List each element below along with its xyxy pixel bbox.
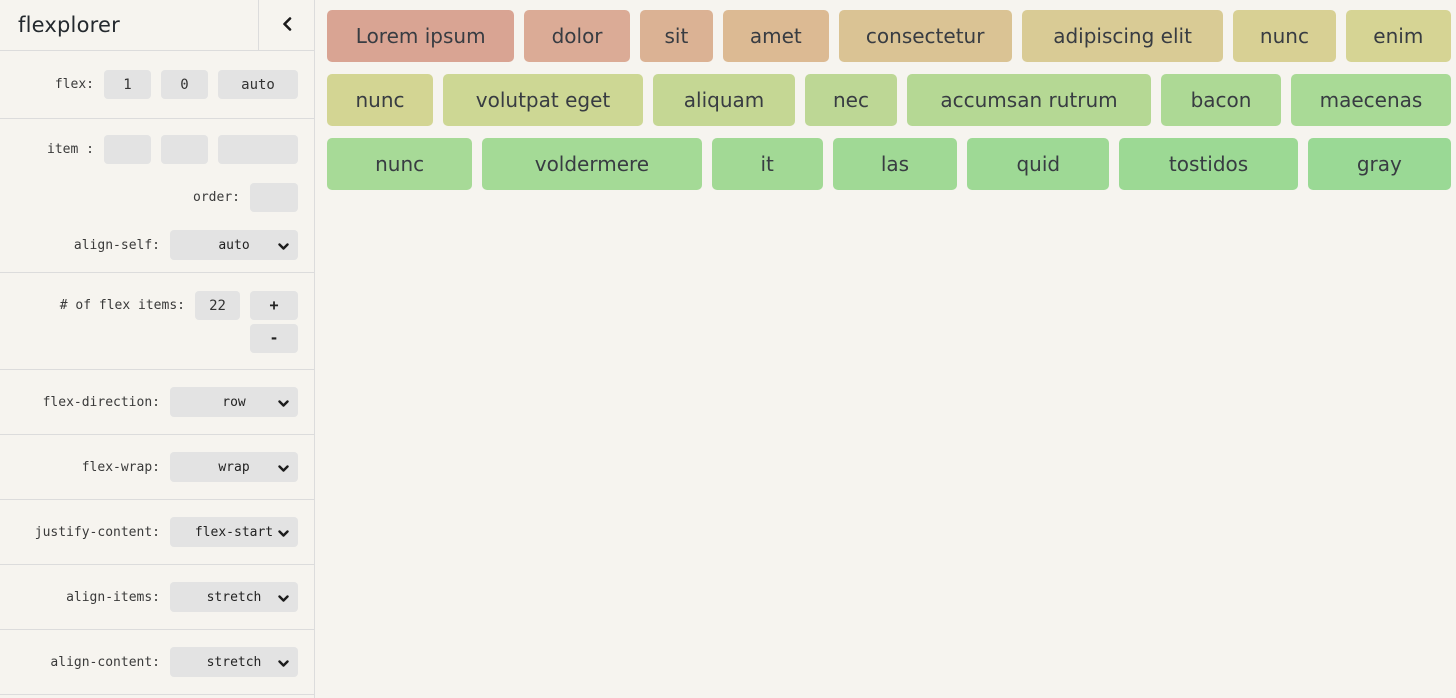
flex-grow-input[interactable] <box>104 70 151 99</box>
chevron-down-icon <box>278 527 289 542</box>
chevron-down-icon <box>278 592 289 607</box>
flex-item[interactable]: consectetur <box>838 10 1012 62</box>
flex-item[interactable]: tostidos <box>1119 138 1298 190</box>
flex-wrap-section: flex-wrap: wrap <box>0 435 314 500</box>
flex-item[interactable]: nunc <box>1233 10 1336 62</box>
justify-content-section: justify-content: flex-start <box>0 500 314 565</box>
sidebar-collapse-button[interactable] <box>258 0 314 50</box>
flex-shrink-input[interactable] <box>161 70 208 99</box>
align-content-select[interactable]: stretch <box>170 647 298 677</box>
item-grow-input[interactable] <box>104 135 151 164</box>
flex-item[interactable]: nunc <box>327 74 433 126</box>
flex-label: flex: <box>54 77 94 92</box>
item-count-input[interactable] <box>195 291 240 320</box>
flex-item[interactable]: nec <box>805 74 897 126</box>
flex-shorthand-section: flex: <box>0 51 314 119</box>
flex-item[interactable]: Lorem ipsum <box>327 10 515 62</box>
flex-wrap-label: flex-wrap: <box>81 459 160 475</box>
justify-content-select[interactable]: flex-start <box>170 517 298 547</box>
flex-wrap-select[interactable]: wrap <box>170 452 298 482</box>
flex-item[interactable]: nunc <box>327 138 473 190</box>
order-label: order: <box>193 190 240 205</box>
item-section: item : order: align-self: auto <box>0 119 314 273</box>
align-items-section: align-items: stretch <box>0 565 314 630</box>
chevron-down-icon <box>278 240 289 255</box>
add-item-button[interactable]: + <box>250 291 298 320</box>
align-items-value: stretch <box>206 589 262 605</box>
flex-item[interactable]: enim <box>1345 10 1451 62</box>
align-self-select[interactable]: auto <box>170 230 298 260</box>
flex-item[interactable]: maecenas <box>1291 74 1451 126</box>
app-title: flexplorer <box>18 13 120 37</box>
remove-item-button[interactable]: - <box>250 324 298 353</box>
order-input[interactable] <box>250 183 298 212</box>
align-items-label: align-items: <box>66 589 160 605</box>
sidebar: flexplorer flex: item : order: align-sel… <box>0 0 315 698</box>
flex-item[interactable]: sit <box>639 10 714 62</box>
flex-item[interactable]: adipiscing elit <box>1021 10 1224 62</box>
sidebar-header: flexplorer <box>0 0 314 51</box>
flex-item[interactable]: dolor <box>524 10 630 62</box>
item-count-section: # of flex items: + - <box>0 273 314 370</box>
flex-basis-input[interactable] <box>218 70 298 99</box>
chevron-down-icon <box>278 397 289 412</box>
chevron-left-icon <box>282 16 292 34</box>
flex-item[interactable]: aliquam <box>653 74 795 126</box>
flex-item[interactable]: voldermere <box>482 138 702 190</box>
item-count-label: # of flex items: <box>59 298 185 313</box>
justify-content-value: flex-start <box>194 524 274 540</box>
align-content-value: stretch <box>206 654 262 670</box>
flex-direction-value: row <box>222 394 246 410</box>
flex-item[interactable]: accumsan rutrum <box>907 74 1151 126</box>
justify-content-label: justify-content: <box>34 524 160 540</box>
align-content-label: align-content: <box>50 654 160 670</box>
align-self-value: auto <box>218 237 250 253</box>
chevron-down-icon <box>278 657 289 672</box>
flex-direction-select[interactable]: row <box>170 387 298 417</box>
item-count-steppers: + - <box>250 291 298 353</box>
flex-direction-section: flex-direction: row <box>0 370 314 435</box>
align-content-section: align-content: stretch <box>0 630 314 695</box>
chevron-down-icon <box>278 462 289 477</box>
flex-item[interactable]: volutpat eget <box>443 74 643 126</box>
align-items-select[interactable]: stretch <box>170 582 298 612</box>
flex-wrap-value: wrap <box>218 459 250 475</box>
flex-item[interactable]: las <box>832 138 958 190</box>
flex-item[interactable]: quid <box>967 138 1110 190</box>
item-basis-input[interactable] <box>218 135 298 164</box>
item-shrink-input[interactable] <box>161 135 208 164</box>
flex-item[interactable]: bacon <box>1161 74 1281 126</box>
flex-item[interactable]: gray <box>1307 138 1451 190</box>
flex-item[interactable]: it <box>711 138 823 190</box>
item-label: item : <box>47 142 94 157</box>
flex-item[interactable]: amet <box>723 10 829 62</box>
flex-direction-label: flex-direction: <box>42 394 160 410</box>
align-self-label: align-self: <box>73 237 160 253</box>
